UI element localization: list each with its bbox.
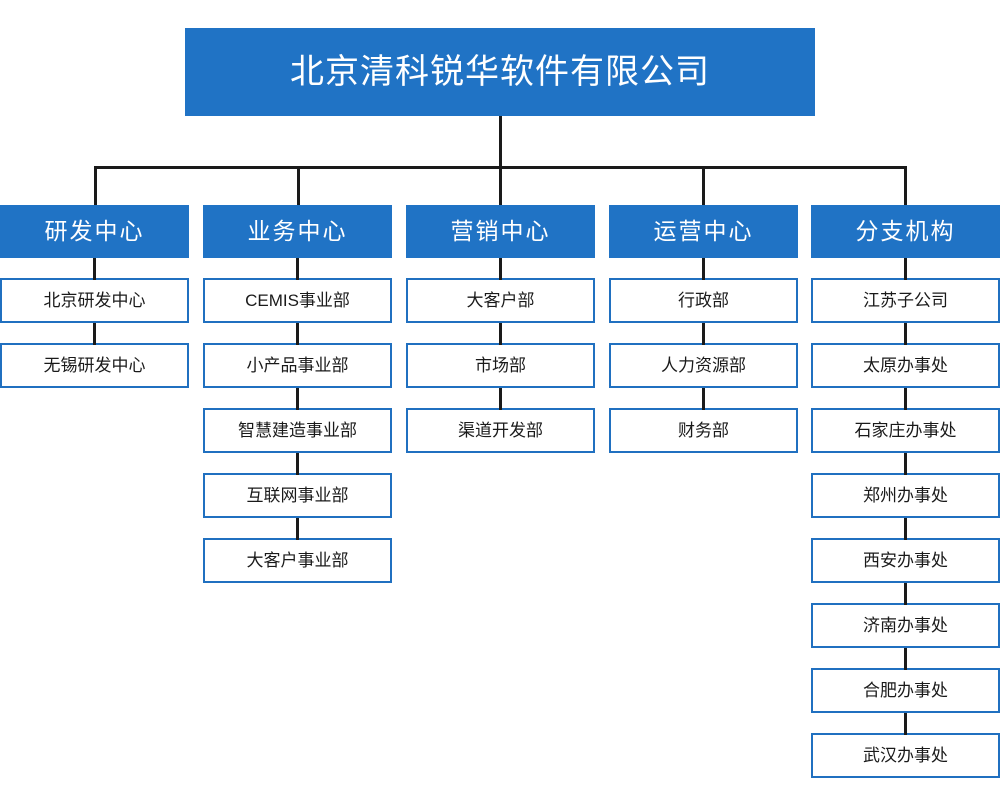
org-node-label: 济南办事处 (863, 616, 948, 635)
org-node-label: 小产品事业部 (246, 356, 349, 375)
connector-drop-column-5 (904, 166, 907, 206)
org-node[interactable]: 太原办事处 (811, 323, 1000, 388)
org-node-label: 合肥办事处 (863, 681, 948, 700)
root-node-company[interactable]: 北京清科锐华软件有限公司 (185, 28, 815, 116)
org-node-label: 无锡研发中心 (43, 356, 146, 375)
org-column-5: 分支机构 江苏子公司 太原办事处 石家庄办事处 郑州办事处 西安办事处 济南办事… (811, 205, 1000, 778)
column-header-label-1: 研发中心 (44, 218, 145, 244)
child-list-2: CEMIS事业部 小产品事业部 智慧建造事业部 互联网事业部 大客户事业部 (203, 258, 392, 583)
child-list-4: 行政部 人力资源部 财务部 (609, 258, 798, 453)
column-header-label-3: 营销中心 (450, 218, 551, 244)
column-header-1[interactable]: 研发中心 (0, 205, 189, 258)
root-node-label: 北京清科锐华软件有限公司 (290, 53, 710, 91)
child-list-3: 大客户部 市场部 渠道开发部 (406, 258, 595, 453)
org-node[interactable]: 石家庄办事处 (811, 388, 1000, 453)
org-node-label: 人力资源部 (661, 356, 746, 375)
org-node-label: 西安办事处 (863, 551, 948, 570)
child-list-5: 江苏子公司 太原办事处 石家庄办事处 郑州办事处 西安办事处 济南办事处 合肥办… (811, 258, 1000, 778)
connector-root-stem (499, 116, 502, 166)
org-node-label: 财务部 (678, 421, 729, 440)
org-node[interactable]: 财务部 (609, 388, 798, 453)
org-node-label: 互联网事业部 (246, 486, 349, 505)
column-header-4[interactable]: 运营中心 (609, 205, 798, 258)
org-node[interactable]: 智慧建造事业部 (203, 388, 392, 453)
child-list-1: 北京研发中心 无锡研发中心 (0, 258, 189, 388)
org-node[interactable]: 行政部 (609, 258, 798, 323)
org-node-label: 大客户事业部 (246, 551, 349, 570)
org-node-label: 江苏子公司 (863, 291, 948, 310)
connector-drop-column-4 (702, 166, 705, 206)
column-header-5[interactable]: 分支机构 (811, 205, 1000, 258)
org-node-label: 石家庄办事处 (854, 421, 957, 440)
org-node[interactable]: 武汉办事处 (811, 713, 1000, 778)
org-node[interactable]: 无锡研发中心 (0, 323, 189, 388)
org-node-label: 大客户部 (466, 291, 535, 310)
org-node[interactable]: 市场部 (406, 323, 595, 388)
org-column-2: 业务中心 CEMIS事业部 小产品事业部 智慧建造事业部 互联网事业部 大客户事… (203, 205, 392, 583)
org-node[interactable]: 小产品事业部 (203, 323, 392, 388)
column-header-label-4: 运营中心 (653, 218, 754, 244)
org-node-label: 渠道开发部 (458, 421, 543, 440)
org-node[interactable]: 济南办事处 (811, 583, 1000, 648)
connector-drop-column-2 (297, 166, 300, 206)
org-node-label: 市场部 (475, 356, 526, 375)
org-node-label: 北京研发中心 (43, 291, 146, 310)
org-node[interactable]: 大客户事业部 (203, 518, 392, 583)
org-node-label: 郑州办事处 (863, 486, 948, 505)
column-header-3[interactable]: 营销中心 (406, 205, 595, 258)
org-node-label: 行政部 (678, 291, 729, 310)
connector-drop-column-1 (94, 166, 97, 206)
column-header-label-5: 分支机构 (855, 218, 956, 244)
org-node[interactable]: 江苏子公司 (811, 258, 1000, 323)
org-node[interactable]: 合肥办事处 (811, 648, 1000, 713)
org-node[interactable]: CEMIS事业部 (203, 258, 392, 323)
org-node[interactable]: 渠道开发部 (406, 388, 595, 453)
org-node[interactable]: 互联网事业部 (203, 453, 392, 518)
org-node[interactable]: 郑州办事处 (811, 453, 1000, 518)
org-column-4: 运营中心 行政部 人力资源部 财务部 (609, 205, 798, 453)
org-node[interactable]: 西安办事处 (811, 518, 1000, 583)
org-node-label: 武汉办事处 (863, 746, 948, 765)
connector-drop-column-3 (499, 166, 502, 206)
org-node-label: CEMIS事业部 (245, 291, 350, 310)
org-node[interactable]: 北京研发中心 (0, 258, 189, 323)
org-node[interactable]: 大客户部 (406, 258, 595, 323)
org-node[interactable]: 人力资源部 (609, 323, 798, 388)
org-node-label: 智慧建造事业部 (238, 421, 357, 440)
org-column-3: 营销中心 大客户部 市场部 渠道开发部 (406, 205, 595, 453)
column-header-2[interactable]: 业务中心 (203, 205, 392, 258)
org-column-1: 研发中心 北京研发中心 无锡研发中心 (0, 205, 189, 388)
org-node-label: 太原办事处 (863, 356, 948, 375)
column-header-label-2: 业务中心 (247, 218, 348, 244)
